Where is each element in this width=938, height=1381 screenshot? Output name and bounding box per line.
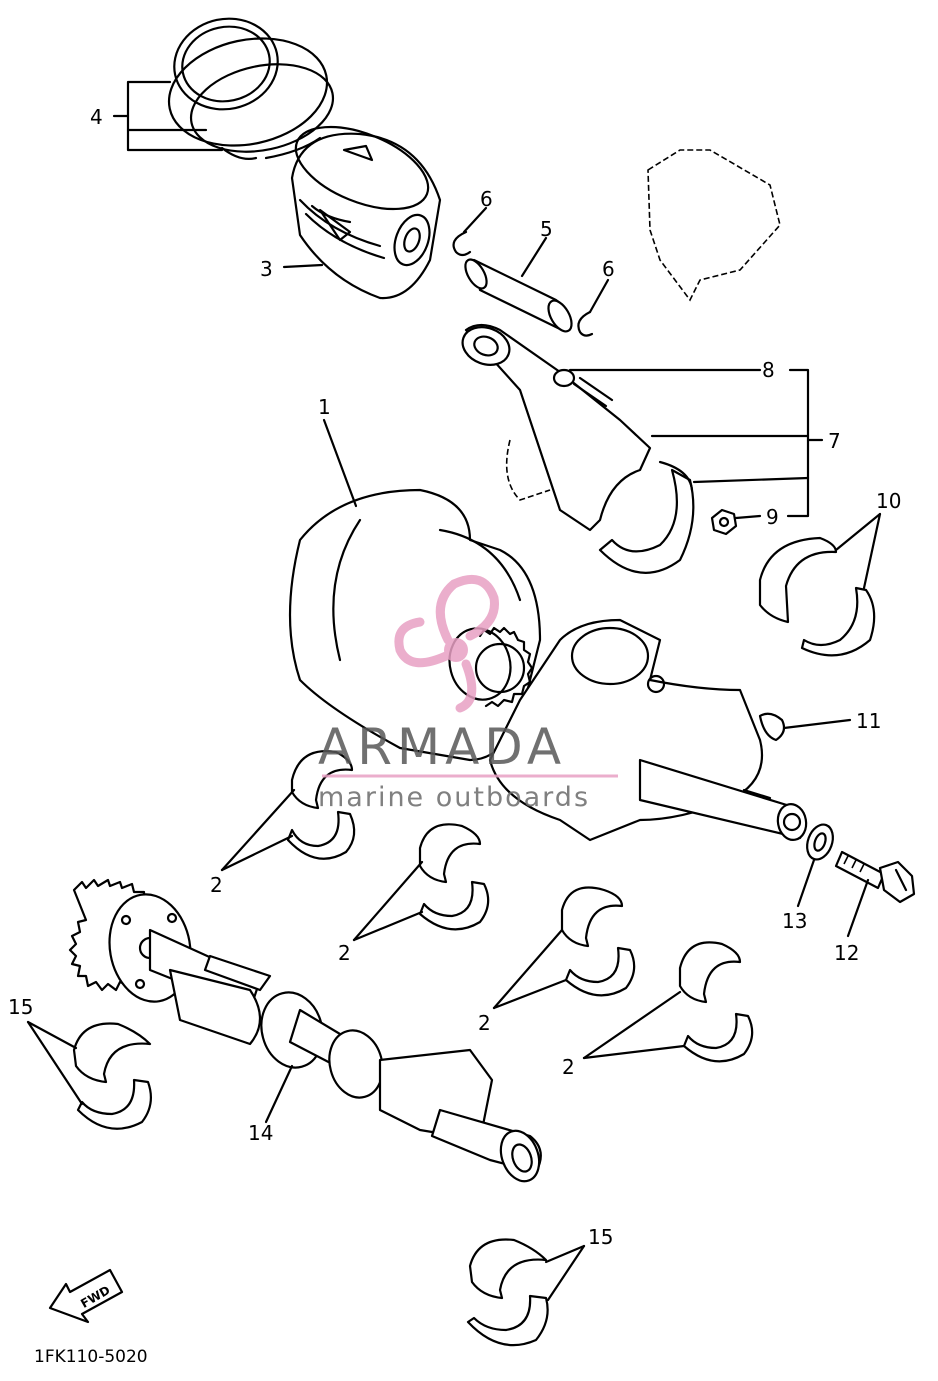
propeller-logo-icon [394, 574, 499, 713]
callout-2b: 2 [338, 941, 351, 965]
main-bearing-c [560, 886, 636, 997]
piston-pin [464, 258, 573, 333]
callout-2a: 2 [210, 873, 223, 897]
callout-15a: 15 [8, 995, 33, 1019]
big-end-bearing [758, 536, 876, 657]
leader-lines [26, 80, 882, 1302]
callout-labels: 1 2 2 2 2 3 4 5 6 6 7 8 9 10 11 12 13 14… [8, 105, 901, 1249]
callout-6b: 6 [602, 257, 615, 281]
watermark-tagline: marine outboards [318, 782, 590, 813]
rod-nut [710, 508, 738, 536]
callout-13: 13 [782, 909, 807, 933]
washer [806, 823, 834, 861]
callout-12: 12 [834, 941, 859, 965]
callout-6a: 6 [480, 187, 493, 211]
callout-10: 10 [876, 489, 901, 513]
callout-8: 8 [762, 358, 775, 382]
callout-3: 3 [260, 257, 273, 281]
connecting-rod [461, 149, 781, 574]
main-bearing-b [418, 823, 490, 931]
callout-7: 7 [828, 429, 841, 453]
callout-4: 4 [90, 105, 103, 129]
watermark: ARMADA marine outboards [318, 574, 618, 813]
callout-11: 11 [856, 709, 881, 733]
callout-2d: 2 [562, 1055, 575, 1079]
crankshaft-bolt [834, 850, 916, 904]
piston-rings [167, 17, 335, 160]
balancer-bearing-b [466, 1238, 549, 1347]
callout-15b: 15 [588, 1225, 613, 1249]
callout-1: 1 [318, 395, 331, 419]
forward-arrow-icon: FWD [48, 1268, 124, 1324]
woodruff-key [758, 712, 786, 742]
piston [290, 125, 442, 300]
callout-5: 5 [540, 217, 553, 241]
main-bearing-d [678, 941, 754, 1063]
watermark-brand: ARMADA [318, 718, 566, 776]
piston-pin-clips [452, 230, 594, 337]
callout-14: 14 [248, 1121, 273, 1145]
balancer-shaft [68, 878, 542, 1183]
balancer-bearing-a [72, 1022, 153, 1130]
crankshaft [288, 488, 808, 842]
callout-2c: 2 [478, 1011, 491, 1035]
callout-9: 9 [766, 505, 779, 529]
diagram-part-code: 1FK110-5020 [34, 1347, 148, 1367]
main-bearing-a [286, 750, 356, 860]
